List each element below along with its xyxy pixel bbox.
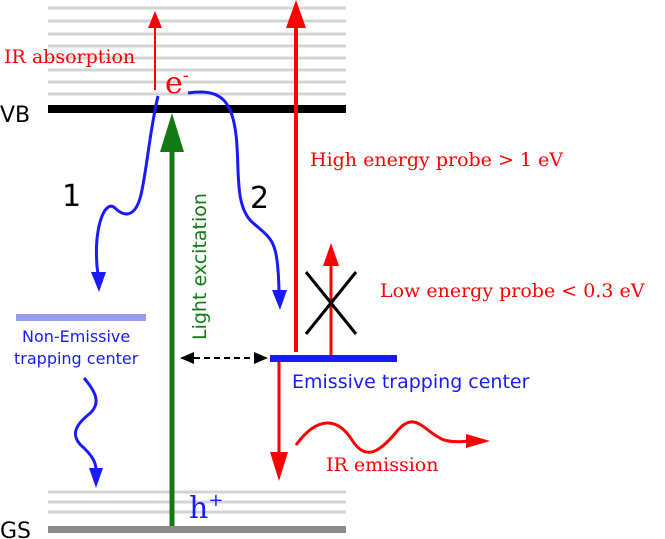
upper-band-lines <box>48 6 346 96</box>
path-1-arrow <box>91 95 160 292</box>
non-emissive-label-line1: Non-Emissive <box>22 327 130 346</box>
path-2-label: 2 <box>250 181 269 216</box>
gs-level-line <box>48 526 346 533</box>
low-energy-probe-label: Low energy probe < 0.3 eV <box>380 280 645 302</box>
blocked-cross-icon <box>304 271 358 335</box>
emissive-center-label: Emissive trapping center <box>292 371 530 393</box>
lower-band-lines <box>48 490 346 514</box>
emissive-center-line <box>270 355 397 362</box>
hole-label: h+ <box>189 490 223 526</box>
light-excitation-label: Light excitation <box>189 193 211 340</box>
emission-down-arrow <box>270 362 288 481</box>
path-1-label: 1 <box>62 179 81 214</box>
path-2-arrow <box>187 90 287 310</box>
ir-emission-wave-arrow <box>294 420 490 454</box>
ir-absorption-label: IR absorption <box>4 46 135 68</box>
vb-label: VB <box>0 103 30 128</box>
ir-absorption-arrow <box>148 11 162 90</box>
gs-label: GS <box>0 519 31 539</box>
non-emissive-label-line2: trapping center <box>14 349 139 368</box>
light-excitation-arrow <box>160 113 184 526</box>
transfer-double-arrow <box>180 352 268 364</box>
low-energy-probe-arrow <box>323 243 339 355</box>
electron-label: e- <box>165 65 189 101</box>
high-energy-probe-label: High energy probe > 1 eV <box>310 149 563 171</box>
ir-emission-label: IR emission <box>326 454 438 476</box>
vb-level-line <box>48 105 346 113</box>
non-emissive-relaxation-arrow <box>74 377 103 488</box>
high-energy-probe-arrow <box>286 0 306 352</box>
non-emissive-center-line <box>16 314 146 321</box>
